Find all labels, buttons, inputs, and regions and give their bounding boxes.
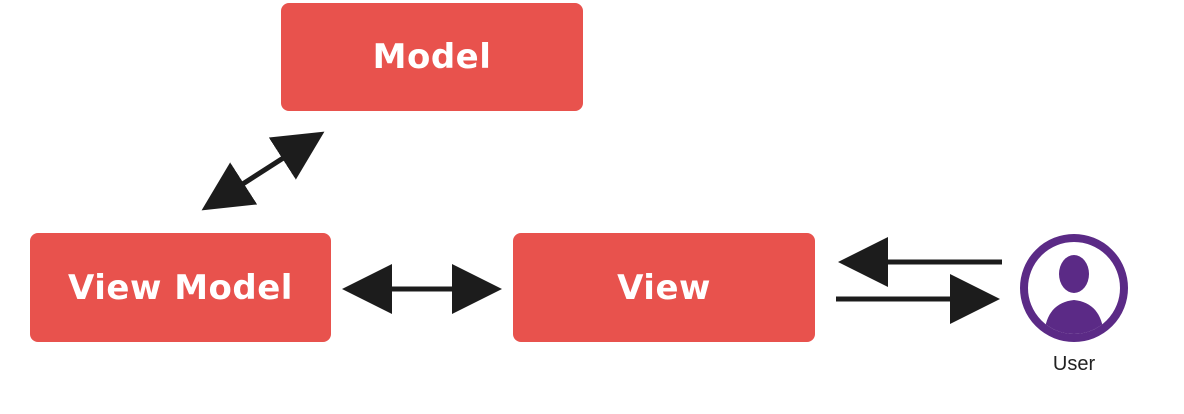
model-box: Model bbox=[281, 3, 583, 111]
user-label: User bbox=[1052, 353, 1096, 375]
view-model-label: View Model bbox=[68, 267, 293, 308]
model-label: Model bbox=[372, 37, 492, 77]
arrow-model-viewmodel bbox=[201, 131, 325, 211]
view-label: View bbox=[617, 267, 711, 308]
user-avatar-icon bbox=[1020, 234, 1128, 342]
view-box: View bbox=[513, 233, 815, 342]
view-model-box: View Model bbox=[30, 233, 331, 342]
